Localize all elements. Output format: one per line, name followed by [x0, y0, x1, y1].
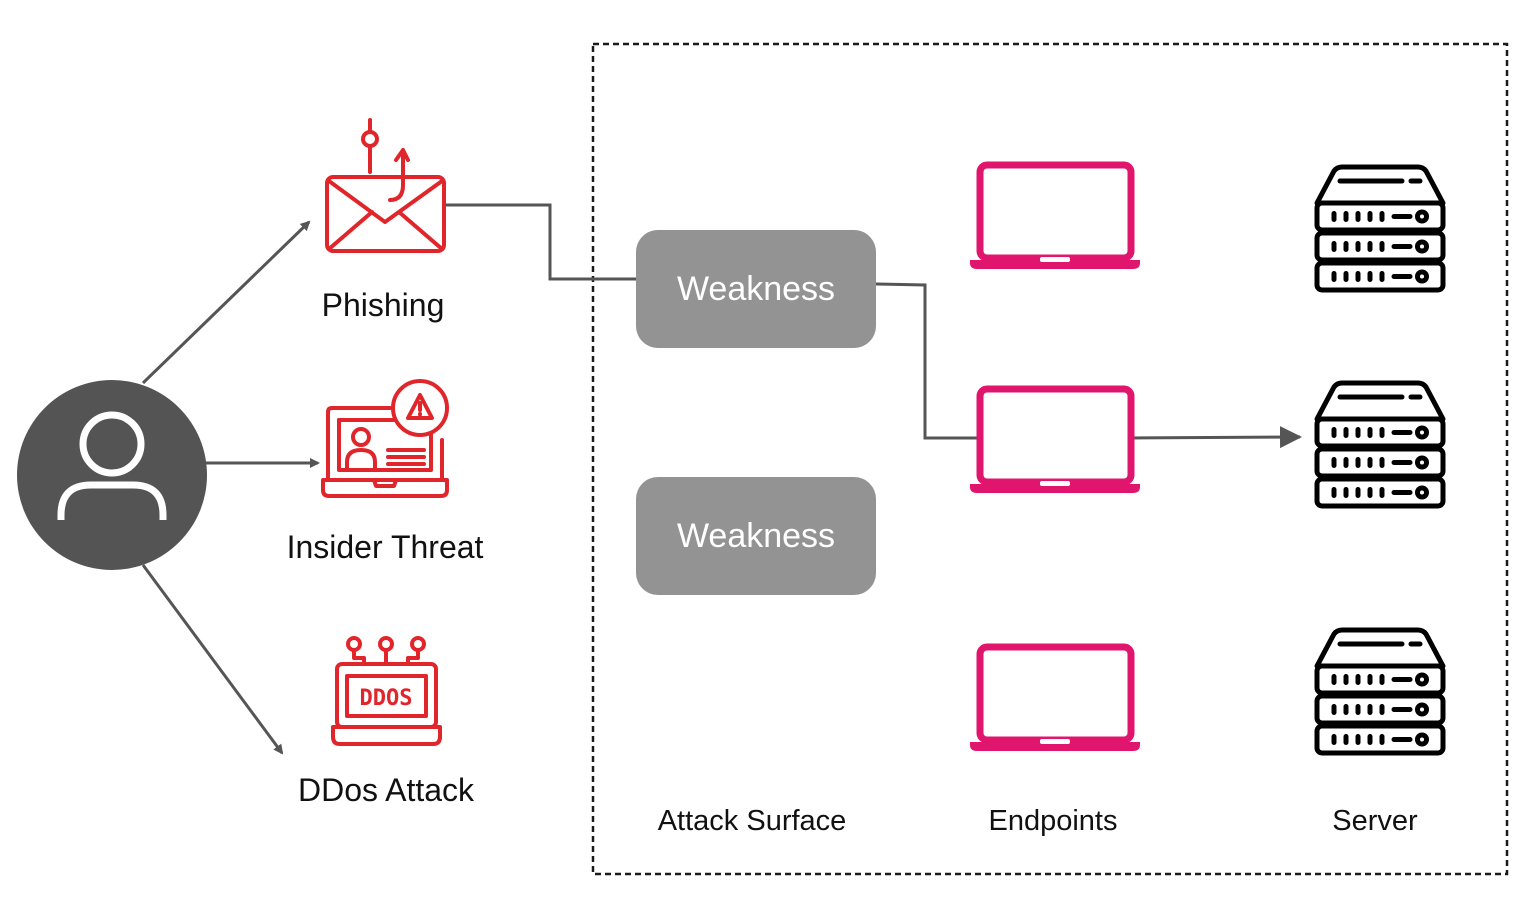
column-label-server: Server [1332, 805, 1418, 837]
ddos-laptop-icon: DDOS [331, 636, 442, 746]
endpoint-laptop-icon [970, 643, 1140, 751]
arrow-to-phishing [141, 220, 311, 385]
user-icon [57, 411, 167, 520]
connector-phishing-weakness [445, 203, 637, 281]
phishing-email-hook-icon [325, 118, 446, 253]
threat-label-phishing: Phishing [321, 287, 445, 323]
weakness-box: Weakness [636, 477, 876, 595]
arrow-endpoint-to-server [1130, 426, 1302, 449]
arrow-to-ddos [141, 564, 284, 755]
ddos-icon-text: DDOS [360, 686, 413, 711]
weakness-box: Weakness [636, 230, 876, 348]
connector-weakness-endpoint [875, 282, 978, 440]
insider-threat-laptop-warning-icon [321, 379, 449, 498]
threat-label-ddos-attack: DDos Attack [297, 772, 475, 808]
column-label-attack-surface: Attack Surface [657, 805, 847, 837]
attacker-node [17, 380, 207, 570]
threat-label-insider-threat: Insider Threat [286, 529, 484, 565]
server-icon [1314, 164, 1446, 293]
weakness-label: Weakness [676, 269, 836, 308]
endpoint-laptop-icon [970, 161, 1140, 269]
weakness-label: Weakness [676, 516, 836, 555]
attack-surface-boundary [591, 42, 1509, 876]
server-icon [1314, 627, 1446, 756]
column-label-endpoints: Endpoints [988, 805, 1118, 837]
endpoint-laptop-icon [970, 385, 1140, 493]
endpoints-column [970, 161, 1140, 751]
server-icon [1314, 380, 1446, 509]
servers-column [1314, 164, 1446, 756]
